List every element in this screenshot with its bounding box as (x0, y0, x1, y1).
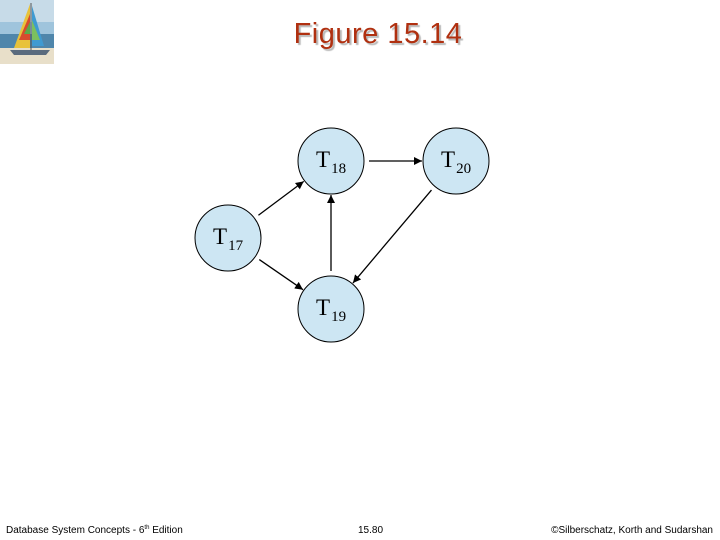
node-t18: T18 (298, 128, 364, 194)
node-t17: T17 (195, 205, 261, 271)
footer-book-title: Database System Concepts - 6th Edition (6, 525, 183, 536)
footer-copyright: ©Silberschatz, Korth and Sudarshan (551, 525, 713, 536)
edge-t20-to-t19 (353, 190, 432, 283)
footer-edition: Edition (149, 525, 182, 536)
node-label-base: T (213, 224, 227, 249)
node-label-base: T (316, 295, 330, 320)
node-label-base: T (316, 147, 330, 172)
node-label-subscript: 18 (331, 161, 346, 177)
node-label-base: T (441, 147, 455, 172)
footer-page-number: 15.80 (358, 525, 383, 536)
node-t19: T19 (298, 276, 364, 342)
node-label-subscript: 20 (456, 161, 471, 177)
node-t20: T20 (423, 128, 489, 194)
footer-book: Database System Concepts - 6 (6, 525, 144, 536)
edge-t17-to-t19 (259, 260, 303, 290)
edge-t17-to-t18 (258, 181, 303, 215)
node-label-subscript: 19 (331, 309, 346, 325)
node-label-subscript: 17 (228, 238, 244, 254)
